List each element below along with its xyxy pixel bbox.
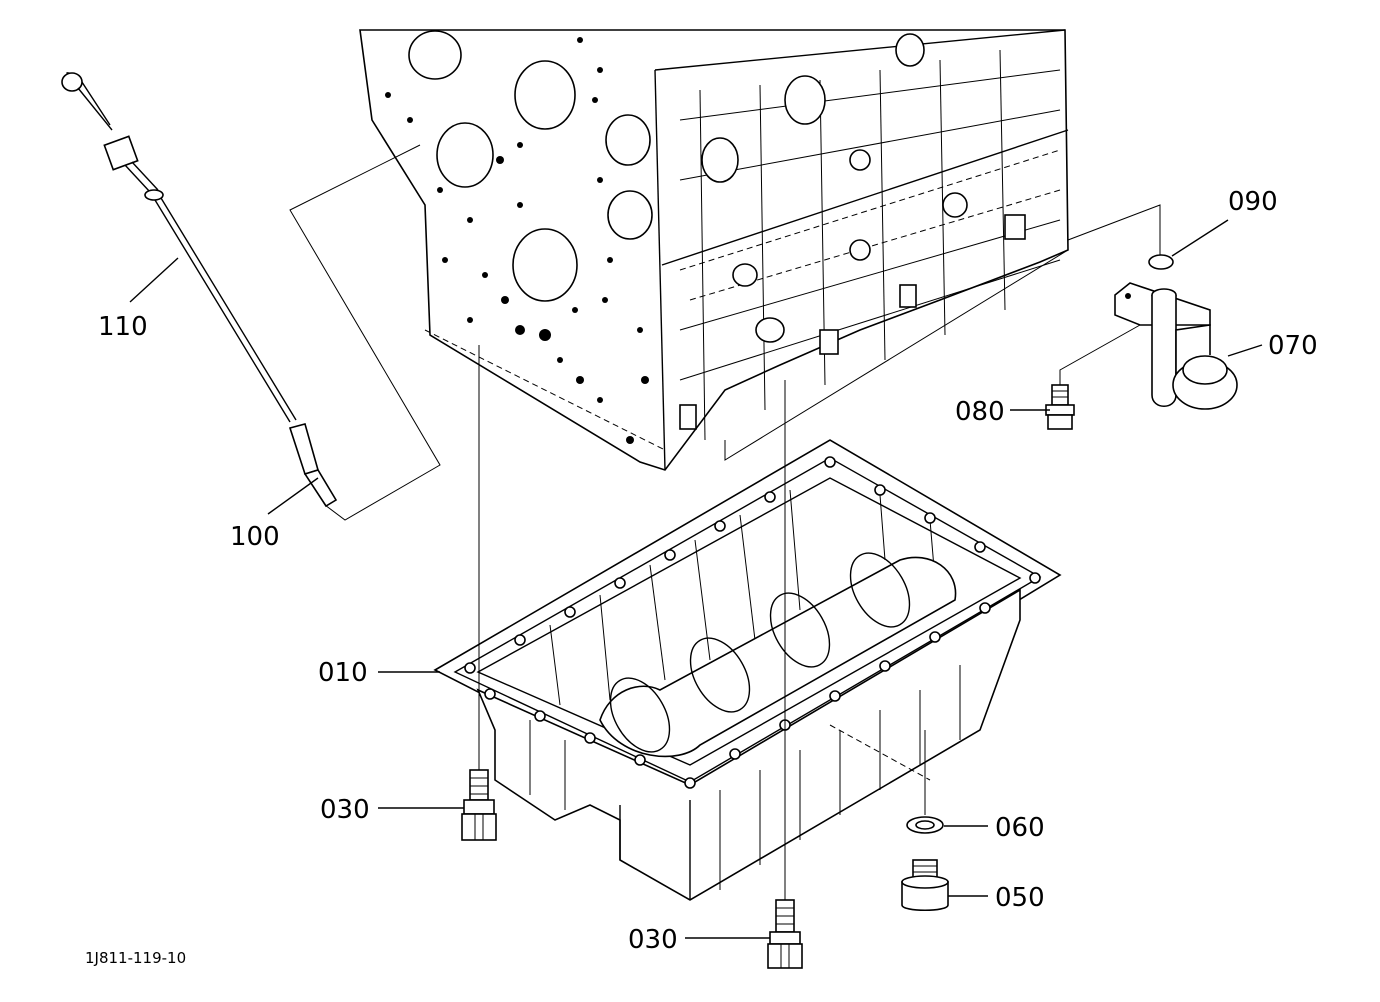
- drain-plug-050: [901, 859, 949, 912]
- drain-washer-060: [829, 724, 944, 834]
- dipstick-guide-line: [289, 144, 441, 521]
- engine-block: [359, 29, 1069, 471]
- dipstick-assembly: [61, 72, 338, 508]
- drawing-code: 1J811-119-10: [85, 949, 186, 967]
- callout-110: 110: [98, 312, 148, 342]
- block-bolt-holes: [385, 37, 649, 444]
- callout-080: 080: [955, 397, 1005, 427]
- callout-100: 100: [230, 522, 280, 552]
- bolt-030-bottom: [767, 380, 803, 969]
- pan-flange-holes: [464, 456, 1041, 789]
- o-ring-090: [1148, 254, 1174, 270]
- callout-010: 010: [318, 658, 368, 688]
- callout-050: 050: [995, 883, 1045, 913]
- callout-060: 060: [995, 813, 1045, 843]
- block-pan-edge-line: [724, 249, 1069, 461]
- oil-pan: [433, 439, 1062, 901]
- callout-070: 070: [1268, 331, 1318, 361]
- leader-lines: [129, 219, 1263, 939]
- oil-strainer-070: [1059, 204, 1238, 410]
- bolt-080: [1045, 384, 1075, 430]
- callout-030-bottom: 030: [628, 925, 678, 955]
- callout-090: 090: [1228, 187, 1278, 217]
- callout-030-left: 030: [320, 795, 370, 825]
- bolt-030-left: [461, 345, 497, 841]
